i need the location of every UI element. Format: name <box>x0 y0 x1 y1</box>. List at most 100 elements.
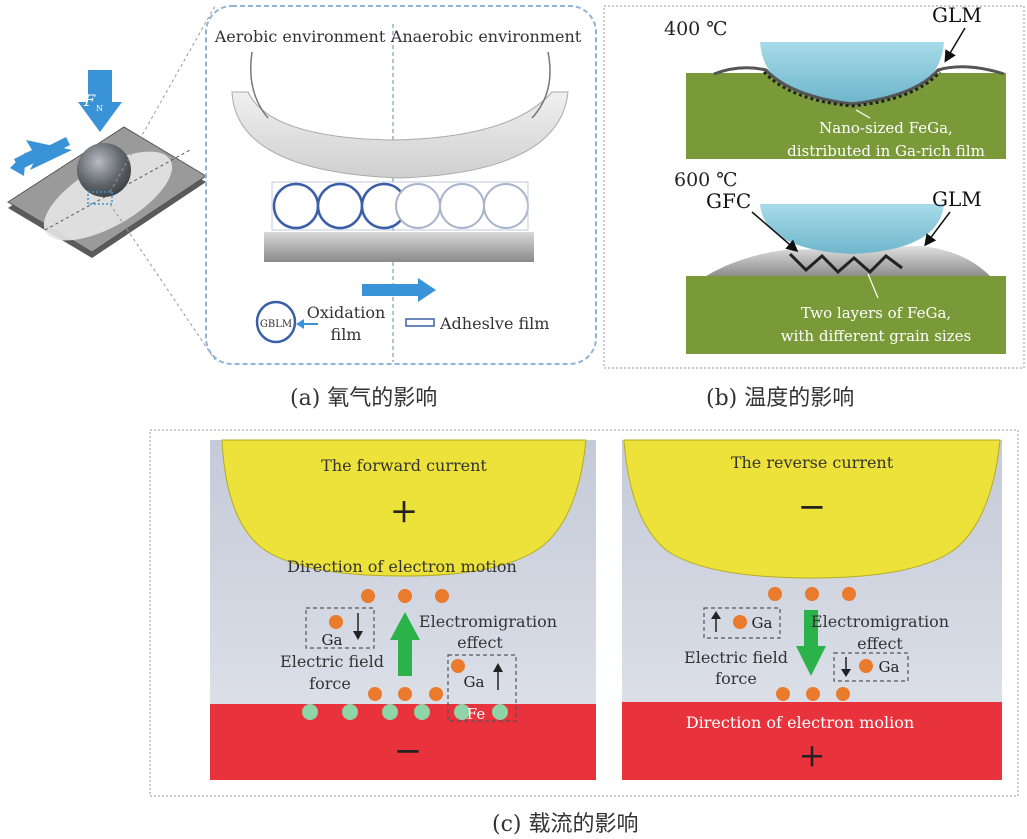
desc-600-line2: with different grain sizes <box>781 327 971 345</box>
glm-pointer-600 <box>924 211 951 247</box>
ga-atom <box>859 659 873 673</box>
ga-atom <box>768 587 782 601</box>
electron-up-arrow-icon <box>390 612 420 676</box>
ga-atoms-bottom-right <box>776 687 850 701</box>
legend-circle-text: GBLM <box>260 319 292 330</box>
ga-field-box-right <box>703 607 781 639</box>
ga-atoms-bottom <box>368 687 443 701</box>
sliding-arrow-head <box>10 152 26 176</box>
temp-600-label: 600 ℃ <box>674 169 738 191</box>
ga-atom <box>329 615 343 629</box>
force-symbol: F <box>83 91 96 110</box>
forward-ball-cap <box>221 439 587 577</box>
fe-atom <box>382 704 398 720</box>
panel-c: The forward current + Direction of elect… <box>149 429 1019 797</box>
fe-atom <box>492 704 508 720</box>
glm-pointer-400 <box>944 27 966 63</box>
contact-zone <box>87 191 113 205</box>
ga-atom <box>368 687 382 701</box>
steel-ball <box>77 143 131 197</box>
ef-force-line2: force <box>309 674 351 693</box>
track-centerline <box>44 149 191 231</box>
ef-force-line1: Electric field <box>280 652 384 671</box>
ga-atom <box>398 589 412 603</box>
fe-atoms <box>302 704 508 720</box>
oxide-circle <box>316 182 364 230</box>
ball-on-plate-inset: F N <box>7 5 216 361</box>
forward-direction: Direction of electron motion <box>287 557 517 576</box>
ef-force-line1-right: Electric field <box>684 648 788 667</box>
fe-atom <box>342 704 358 720</box>
force-subscript: N <box>96 104 103 113</box>
fega-grains-600 <box>788 252 903 275</box>
reverse-top-sign: − <box>798 487 827 527</box>
zoom-frame <box>205 5 597 365</box>
fe-atom <box>454 704 470 720</box>
reverse-bottom-sign: + <box>799 736 826 774</box>
ga-atom <box>806 687 820 701</box>
glm-film-400 <box>713 65 1005 106</box>
forward-current-panel: The forward current + Direction of elect… <box>210 439 596 780</box>
forward-substrate <box>210 704 596 780</box>
ga-atom <box>398 687 412 701</box>
ga-atom <box>776 687 790 701</box>
ga-atom <box>451 659 465 673</box>
adhesive-circle <box>439 183 485 229</box>
adhesive-circle <box>395 183 441 229</box>
legend-adhesive: Adheslve film <box>439 314 549 333</box>
desc-400-line1: Nano-sized FeGa, <box>819 119 953 137</box>
ga-atom <box>435 589 449 603</box>
caption-b: (b) 温度的影响 <box>706 386 855 411</box>
down-arrow-head <box>841 669 851 677</box>
em-effect-line2: effect <box>457 633 503 652</box>
load-arrow-icon <box>78 70 122 132</box>
reverse-substrate <box>622 702 1002 780</box>
aerobic-label: Aerobic environment <box>214 27 386 46</box>
oxide-circle <box>272 182 320 230</box>
ball-curve-right <box>531 51 551 119</box>
reverse-ball-cap <box>623 439 1001 579</box>
forward-top-sign: + <box>390 491 419 531</box>
ball-600 <box>760 204 944 254</box>
fe-label: Fe <box>467 705 486 723</box>
fe-atom <box>302 704 318 720</box>
ball-shell <box>231 91 569 179</box>
forward-bottom-sign: − <box>394 731 423 771</box>
glm-label-600: GLM <box>932 187 982 211</box>
panel-b: 400 ℃ GLM Nano-sized FeGa, distributed i… <box>603 3 1025 369</box>
ga-atom <box>842 587 856 601</box>
ga-label-right: Ga <box>464 673 485 691</box>
fe-atom <box>414 704 430 720</box>
panel-a: F N Aerobic environment Anaerobic enviro… <box>7 5 597 365</box>
desc-400-pointer <box>855 109 871 119</box>
adhesive-circle <box>483 183 529 229</box>
caption-a: (a) 氧气的影响 <box>290 386 438 411</box>
glm-film-600 <box>706 246 990 276</box>
ball-400 <box>760 42 944 102</box>
reverse-direction: Direction of electron molion <box>686 713 914 732</box>
gfc-label: GFC <box>706 189 751 213</box>
desc-600-line1: Two layers of FeGa, <box>801 304 951 322</box>
ef-force-line2-right: force <box>715 669 757 688</box>
em-effect-line2-right: effect <box>857 634 903 653</box>
ball-curve-left <box>249 51 269 119</box>
legend-adhesive-swatch <box>405 318 435 327</box>
ga-atom <box>805 587 819 601</box>
desc-600-pointer <box>867 273 879 299</box>
fega-particles-400 <box>762 70 942 108</box>
ga-em-box <box>447 654 517 722</box>
up-arrow-head <box>493 663 503 672</box>
ga-label-left-right: Ga <box>752 614 773 632</box>
adhesive-film-circles <box>395 183 529 229</box>
ga-atom <box>429 687 443 701</box>
em-effect-line1-right: Electromigration <box>811 612 949 631</box>
film-layer-box <box>271 181 529 231</box>
legend-film: film <box>331 325 362 344</box>
desc-400-line2: distributed in Ga-rich film <box>787 142 985 160</box>
zoom-line-bottom <box>109 203 216 361</box>
legend-oxide-circle <box>255 300 297 344</box>
caption-c: (c) 载流的影响 <box>492 812 639 837</box>
electron-down-arrow-icon <box>796 610 826 676</box>
ga-atom <box>733 615 747 629</box>
ga-label-right-right: Ga <box>879 658 900 676</box>
